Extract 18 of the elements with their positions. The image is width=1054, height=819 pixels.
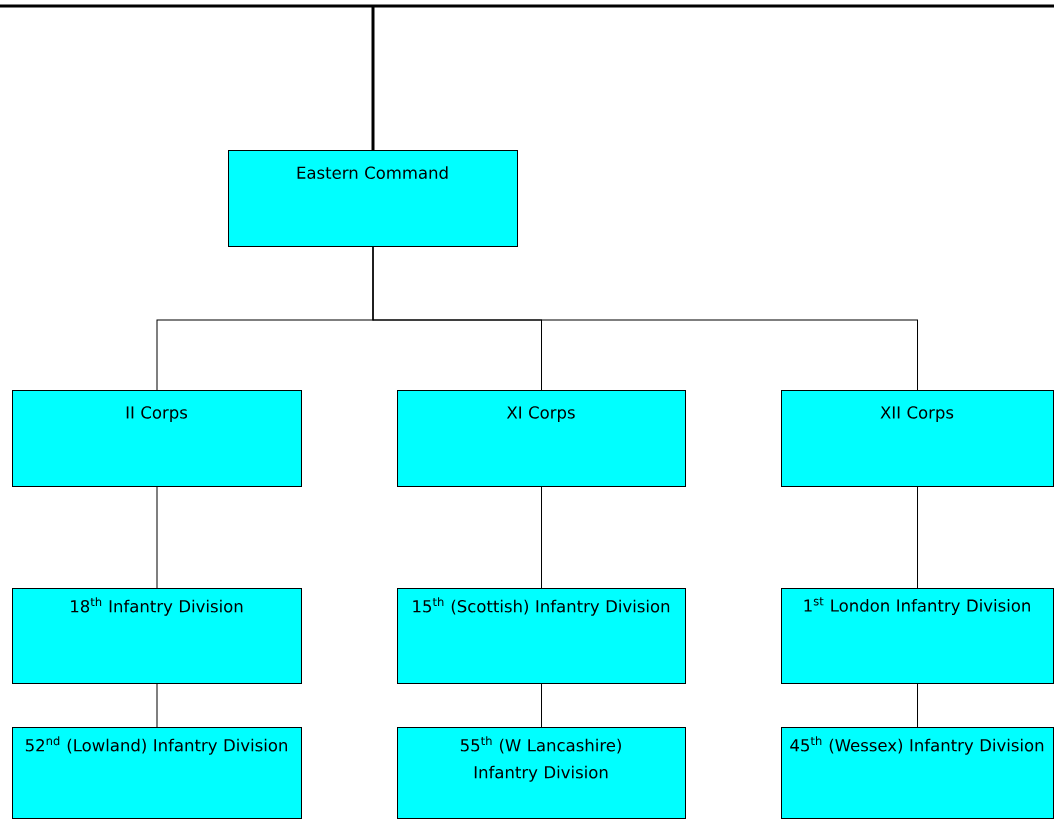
unit-box: XII Corps — [781, 390, 1054, 487]
unit-box: 52$^{nd}$ (Lowland) Infantry Division — [12, 727, 302, 819]
unit-box: 1$^{st}$ London Infantry Division — [781, 588, 1054, 684]
unit-box: II Corps — [12, 390, 302, 487]
unit-box: 18$^{th}$ Infantry Division — [12, 588, 302, 684]
unit-box: 15$^{th}$ (Scottish) Infantry Division — [397, 588, 686, 684]
connector-line — [156, 486, 158, 589]
connector-line — [541, 683, 542, 728]
unit-box: XI Corps — [397, 390, 686, 487]
connector-line — [372, 246, 918, 391]
unit-box: 45$^{th}$ (Wessex) Infantry Division — [781, 727, 1054, 819]
connector-line — [917, 683, 918, 728]
unit-box: 55$^{th}$ (W Lancashire) Infantry Division — [397, 727, 686, 819]
connector-line — [541, 486, 542, 589]
connector-line — [917, 486, 918, 589]
connector-line — [371, 6, 375, 150]
unit-box: Eastern Command — [228, 150, 518, 247]
connector-line — [156, 683, 158, 728]
